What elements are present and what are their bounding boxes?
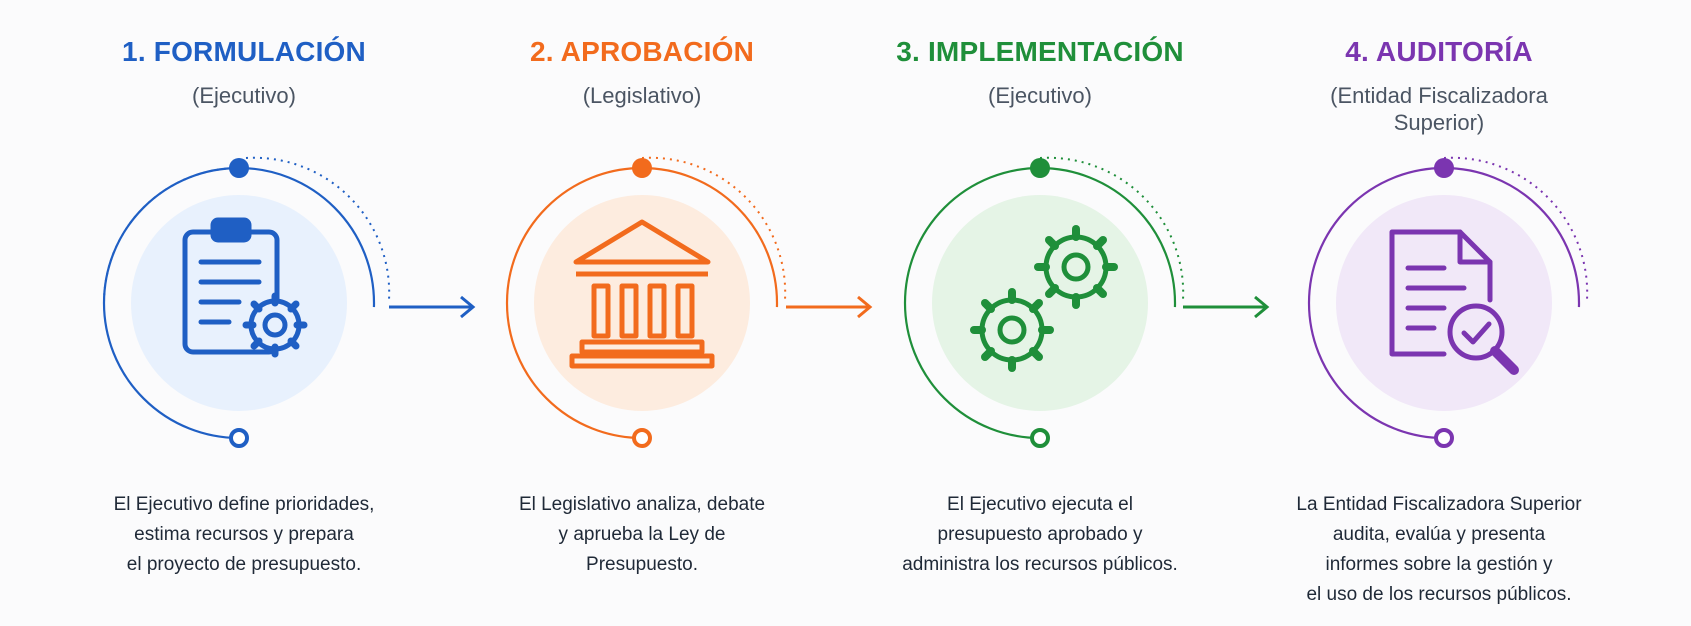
step-description: El Ejecutivo ejecuta el presupuesto apro…: [902, 494, 1178, 575]
step-title: 1. FORMULACIÓN: [122, 36, 366, 67]
step-subtitle: (Entidad Fiscalizadora Superior): [1330, 83, 1548, 135]
step-subtitle: (Legislativo): [582, 83, 702, 108]
arrow-right-icon: [786, 295, 873, 319]
clipboard-gear-icon: [182, 217, 308, 358]
step-description: El Ejecutivo define prioridades, estima …: [113, 494, 375, 575]
document-magnifier-check-icon: [1389, 229, 1519, 375]
step-description: La Entidad Fiscalizadora Superior audita…: [1296, 494, 1582, 605]
step-subtitle: (Ejecutivo): [988, 83, 1092, 108]
step-ring: [1307, 158, 1581, 448]
step-title: 2. APROBACIÓN: [529, 36, 755, 67]
step-ring: [505, 158, 779, 448]
step-subtitle: (Ejecutivo): [192, 83, 296, 108]
arrow-right-icon: [389, 295, 476, 319]
step-ring: [903, 158, 1177, 448]
government-building-icon: [569, 219, 715, 369]
step-description: El Legislativo analiza, debate y aprueba…: [518, 494, 766, 575]
arrow-right-icon: [1183, 295, 1270, 319]
step-title: 4. AUDITORÍA: [1345, 36, 1533, 67]
gears-icon: [970, 225, 1118, 372]
step-title: 3. IMPLEMENTACIÓN: [896, 36, 1184, 67]
step-ring: [102, 158, 376, 448]
